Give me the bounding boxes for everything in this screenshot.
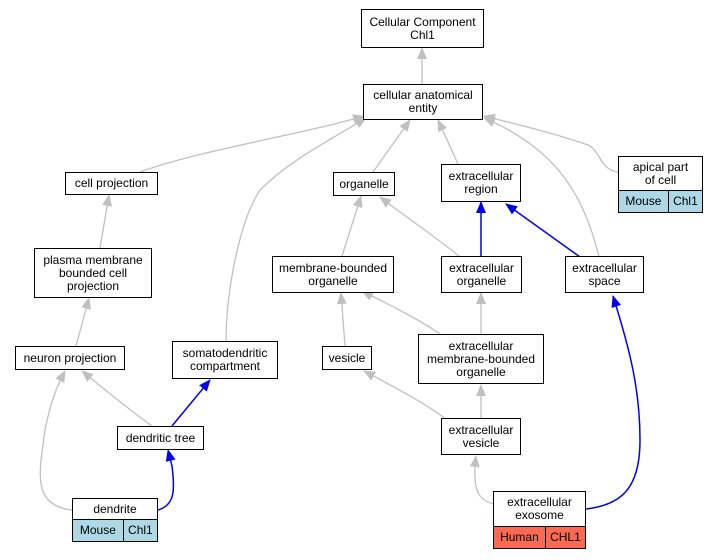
node-membrane-bounded-organelle[interactable]: membrane-bounded organelle bbox=[272, 256, 394, 293]
edge-ecorganelle-to-organelle bbox=[379, 196, 461, 258]
node-vesicle[interactable]: vesicle bbox=[322, 346, 372, 370]
edge-exosome-to-ecvesicle bbox=[469, 455, 495, 505]
tag-gene: Chl1 bbox=[122, 520, 157, 541]
node-neuron-projection[interactable]: neuron projection bbox=[15, 346, 125, 370]
apical-annotation-tags: Mouse Chl1 bbox=[618, 191, 703, 213]
edge-dendrite-to-neuronprojection bbox=[39, 370, 73, 511]
tag-species: Mouse bbox=[73, 520, 123, 541]
edge-apical-to-anatomical bbox=[483, 113, 619, 173]
tag-species: Mouse bbox=[619, 191, 668, 212]
node-cellular-anatomical-entity[interactable]: cellular anatomical entity bbox=[363, 84, 483, 120]
node-extracellular-exosome[interactable]: extracellular exosome bbox=[493, 491, 586, 527]
edge-exosome-to-ecspace-highlight bbox=[585, 295, 641, 510]
node-organelle[interactable]: organelle bbox=[333, 172, 395, 196]
node-extracellular-space[interactable]: extracellular space bbox=[565, 256, 644, 293]
edge-ecmb-to-membranebounded bbox=[361, 290, 441, 335]
edge-ecspace-to-anatomical bbox=[483, 117, 600, 258]
dendrite-annotation-tags: Mouse Chl1 bbox=[72, 520, 158, 542]
node-extracellular-region[interactable]: extracellular region bbox=[441, 164, 521, 202]
edge-dendrite-to-dendritictree-highlight bbox=[157, 449, 176, 511]
edge-dendritictree-to-somatodendritic-highlight bbox=[171, 379, 211, 427]
edge-ecregion-to-anatomical bbox=[437, 119, 459, 165]
edge-ecspace-to-ecregion-highlight bbox=[505, 203, 581, 258]
node-extracellular-organelle[interactable]: extracellular organelle bbox=[441, 256, 522, 293]
edge-plasma-to-cellprojection bbox=[99, 194, 113, 249]
node-extracellular-vesicle[interactable]: extracellular vesicle bbox=[441, 418, 521, 455]
node-cell-projection[interactable]: cell projection bbox=[65, 172, 158, 195]
exosome-annotation-tags: Human CHL1 bbox=[493, 527, 586, 549]
edge-somatodendritic-to-anatomical bbox=[225, 117, 367, 344]
node-plasma-membrane-bounded-cell-projection[interactable]: plasma membrane bounded cell projection bbox=[34, 248, 152, 298]
edge-vesicle-to-membranebounded bbox=[336, 292, 347, 347]
node-cellular-component-chl1[interactable]: Cellular Component Chl1 bbox=[361, 9, 484, 48]
tag-gene: CHL1 bbox=[544, 527, 585, 548]
edge-cellprojection-to-anatomical bbox=[139, 114, 365, 173]
node-dendritic-tree[interactable]: dendritic tree bbox=[117, 426, 204, 450]
node-apical-part-of-cell[interactable]: apical part of cell bbox=[618, 156, 703, 191]
edge-neuronprojection-to-plasma bbox=[75, 297, 91, 347]
edge-organelle-to-anatomical bbox=[372, 119, 411, 173]
node-somatodendritic-compartment[interactable]: somatodendritic compartment bbox=[172, 341, 278, 379]
edge-ecvesicle-to-vesicle bbox=[363, 370, 447, 420]
node-extracellular-membrane-bounded-organelle[interactable]: extracellular membrane-bounded organelle bbox=[418, 334, 544, 384]
tag-species: Human bbox=[494, 527, 545, 548]
node-dendrite[interactable]: dendrite bbox=[72, 498, 158, 520]
edge-dendritictree-to-neuronprojection bbox=[81, 370, 153, 427]
tag-gene: Chl1 bbox=[667, 191, 702, 212]
edge-membranebounded-to-organelle bbox=[341, 195, 363, 257]
